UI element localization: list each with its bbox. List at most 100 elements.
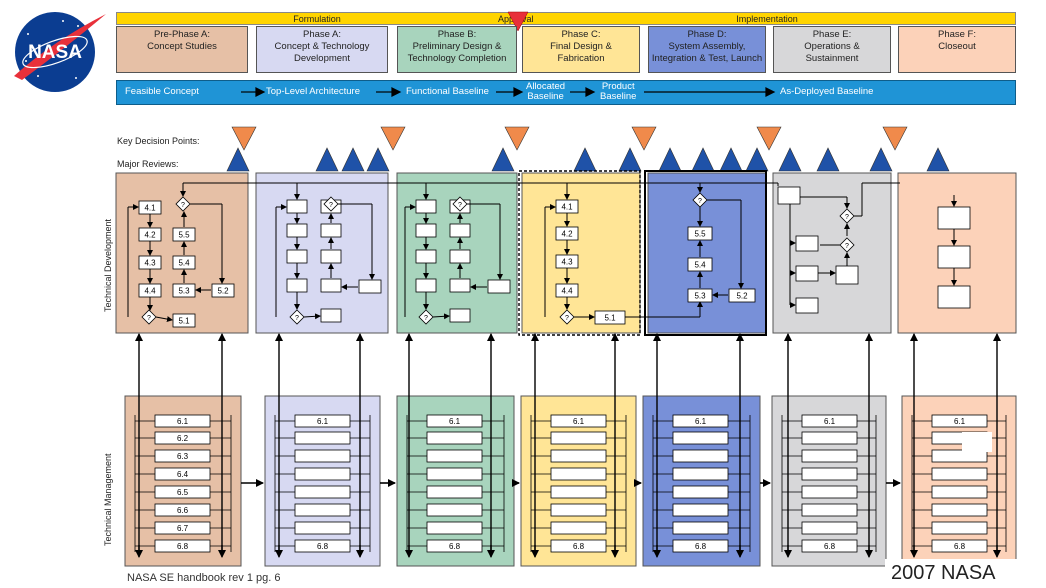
process-box-label: 6.5 [177,488,189,497]
process-box [286,278,308,293]
connector-line [155,316,173,323]
mgmt-process-box [426,431,483,445]
review-triangle-icon [366,147,390,172]
mgmt-process-box [550,521,607,535]
mgmt-process-box [801,503,858,517]
process-box [172,313,196,328]
process-box-label: 4.3 [144,259,156,268]
tech-mgmt-panel-2 [396,395,515,567]
decision-diamond-label: ? [147,315,151,322]
mgmt-process-box [550,503,607,517]
tech-dev-panel-4 [647,172,767,334]
mgmt-process-box [550,431,607,445]
review-triangle-icon [315,147,339,172]
process-box [937,206,971,230]
kdp-triangle-icon [882,126,908,151]
process-box [358,279,382,294]
process-box [937,285,971,309]
mgmt-process-box [550,449,607,463]
process-box-label: 5.5 [178,231,190,240]
process-box-label: 5.3 [694,292,706,301]
process-box-label: 4.4 [144,287,156,296]
decision-diamond [141,309,157,325]
process-box-label: 6.1 [695,417,707,426]
process-box-label: 6.6 [177,506,189,515]
mgmt-process-box [672,467,729,481]
mgmt-process-box [294,485,351,499]
connector-line [432,313,450,320]
decision-diamond [289,309,305,325]
phase-header-4: Phase D: System Assembly, Integration & … [648,26,766,73]
process-box [320,308,342,323]
process-box-label: 6.7 [177,524,189,533]
process-box [415,278,437,293]
decision-diamond-label: ? [458,202,462,209]
phase-header-1: Phase A: Concept & Technology Developmen… [256,26,388,73]
process-box-label: 4.2 [144,231,156,240]
process-box-label: 5.4 [178,259,190,268]
process-box-label: 4.4 [561,287,573,296]
process-box [320,249,342,264]
process-box-label: 6.1 [317,417,329,426]
process-box [286,249,308,264]
mgmt-process-box [426,503,483,517]
kdp-triangle-icon [756,126,782,151]
process-box [286,199,308,214]
process-box-label: 6.8 [954,542,966,551]
connector-line [303,313,321,320]
obscured-area [962,432,992,452]
process-box-label: 6.8 [317,542,329,551]
decision-diamond-label: ? [424,315,428,322]
review-triangle-icon [491,147,515,172]
process-box-label: 6.3 [177,452,189,461]
decision-diamond [418,309,434,325]
process-box [449,278,471,293]
mgmt-process-box [801,485,858,499]
review-triangle-icon [926,147,950,172]
mgmt-process-box [801,467,858,481]
process-box-label: 5.1 [178,317,190,326]
decision-diamond-label: ? [329,202,333,209]
mgmt-process-box [672,521,729,535]
tech-mgmt-panel-1 [264,395,381,567]
mgmt-process-box [931,521,988,535]
mgmt-process-box [294,431,351,445]
decision-diamond-label: ? [565,315,569,322]
mgmt-process-box [426,521,483,535]
process-box-label: 6.1 [573,417,585,426]
mgmt-process-box [801,521,858,535]
process-box [286,223,308,238]
process-box [449,223,471,238]
phase-header-6: Phase F: Closeout [898,26,1016,73]
tech-dev-panel-3 [521,172,641,334]
process-box [728,288,756,303]
tech-mgmt-panel-5 [771,395,887,567]
kdp-triangle-icon [231,126,257,151]
process-box-label: 5.2 [736,292,748,301]
decision-diamond [452,196,468,212]
process-box-label: 6.1 [824,417,836,426]
phase-header-3: Phase C: Final Design & Fabrication [522,26,640,73]
mgmt-process-box [426,467,483,481]
baseline-product-label: Product Baseline [600,81,637,102]
key-decision-points-label: Key Decision Points: [117,136,200,146]
process-box-label: 6.8 [573,542,585,551]
process-box-label: 6.8 [695,542,707,551]
mgmt-process-box [801,449,858,463]
baseline-feasible-concept: Feasible Concept [125,86,199,97]
milestone-triangles [226,126,950,172]
baseline-top-level-architecture: Top-Level Architecture [266,86,360,97]
process-box [795,265,819,282]
kdp-triangle-icon [631,126,657,151]
formulation-label: Formulation [293,13,341,24]
kdp-triangle-icon [380,126,406,151]
phase-header-0: Pre-Phase A: Concept Studies [116,26,248,73]
decision-diamond-label: ? [181,202,185,209]
review-triangle-icon [869,147,893,172]
mgmt-process-box [550,467,607,481]
baseline-as-deployed: As-Deployed Baseline [780,86,874,97]
mgmt-process-box [931,485,988,499]
process-box-label: 6.1 [177,417,189,426]
decision-diamond-label: ? [295,315,299,322]
